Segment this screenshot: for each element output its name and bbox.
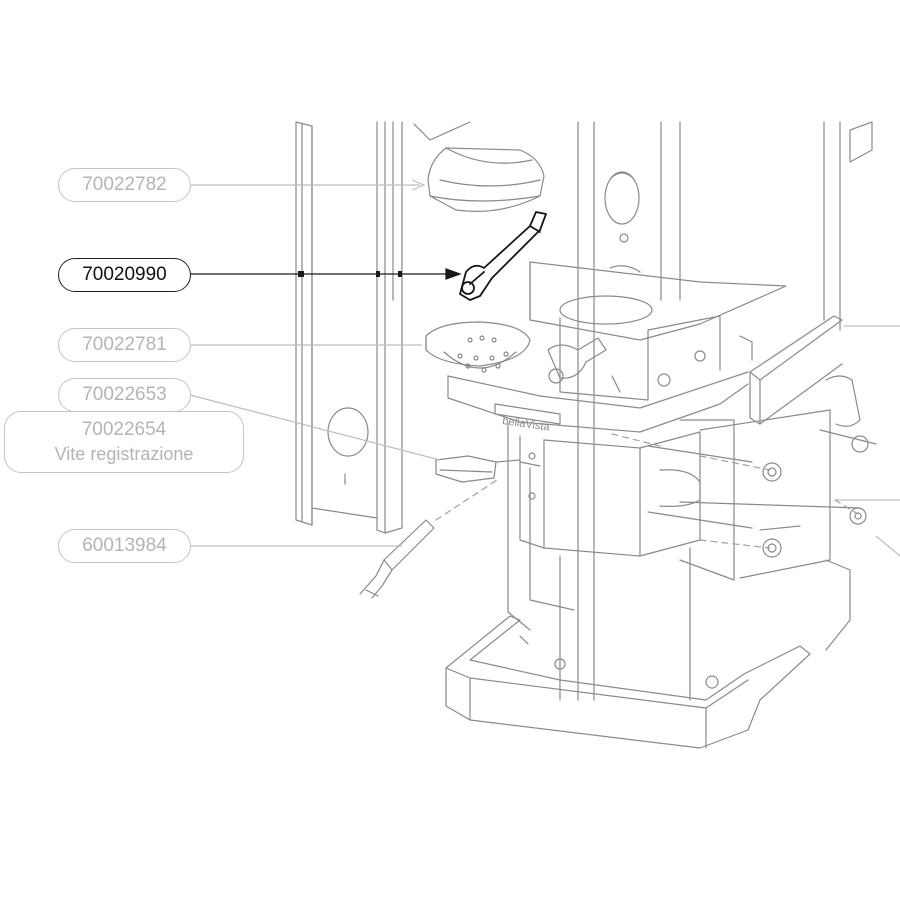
part-callout-70022654[interactable]: 70022654 Vite registrazione: [4, 411, 244, 473]
leader-lines: [189, 179, 900, 557]
part-code: 70022782: [82, 174, 167, 195]
base-tray: [445, 615, 811, 749]
rear-column: [577, 121, 873, 701]
lower-body: [507, 423, 851, 701]
part-code: 70020990: [82, 264, 167, 285]
part-code: 70022654: [81, 419, 167, 440]
part-description: Vite registrazione: [54, 444, 194, 464]
part-callout-70022781[interactable]: 70022781: [58, 328, 191, 362]
funnel-cap: [427, 147, 545, 212]
part-callout-60013984[interactable]: 60013984: [58, 529, 191, 563]
group-body: [447, 261, 787, 433]
grinder-plate: [425, 321, 531, 373]
part-code: 60013984: [82, 535, 167, 556]
machine-brand-text: bellaVista: [502, 415, 552, 434]
adjusting-screw: [435, 455, 541, 483]
right-bracket: [647, 315, 877, 581]
part-callout-70020990[interactable]: 70020990: [58, 258, 191, 292]
part-code: 70022653: [82, 384, 167, 405]
left-side-panel: [295, 121, 471, 534]
sensor-wire: [359, 519, 435, 599]
part-callout-70022653[interactable]: 70022653: [58, 378, 191, 412]
part-callout-70022782[interactable]: 70022782: [58, 168, 191, 202]
part-code: 70022781: [82, 334, 167, 355]
highlighted-part-lever: [459, 211, 547, 301]
assembly-axis-lines: [435, 433, 859, 549]
